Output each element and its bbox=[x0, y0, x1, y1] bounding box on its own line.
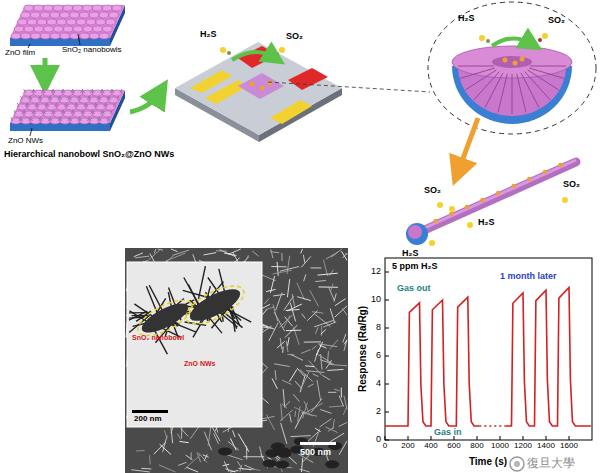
chart-note: 1 month later bbox=[500, 272, 557, 282]
chart-note: Gas out bbox=[397, 284, 431, 294]
layer-label: ZnO film bbox=[5, 49, 35, 58]
layer-label: SnO₂ nanobowls bbox=[62, 46, 122, 55]
tick-label: 400 bbox=[424, 442, 437, 451]
gas-label: H₂S bbox=[458, 14, 475, 24]
tick-label: 1000 bbox=[491, 442, 509, 451]
zoom-arrow bbox=[458, 118, 478, 172]
tick-label: 800 bbox=[470, 442, 483, 451]
gas-label: H₂S bbox=[200, 30, 217, 40]
sensor-chip bbox=[175, 42, 342, 142]
tick-label: 0 bbox=[376, 435, 381, 445]
layer-label: ZnO NWs bbox=[8, 137, 43, 146]
structure-caption: Hierarchical nanobowl SnO₂@ZnO NWs bbox=[4, 150, 174, 160]
inset-label: ZnO NWs bbox=[184, 360, 216, 368]
gas-label: SO₂ bbox=[424, 186, 441, 196]
tick-label: 12 bbox=[371, 267, 381, 277]
inset-label: SnO₂ nanobowl bbox=[132, 334, 184, 342]
zoom-outline bbox=[428, 2, 596, 134]
tick-label: 1200 bbox=[514, 442, 532, 451]
tem-inset bbox=[127, 262, 262, 427]
scale-bar-label: 500 nm bbox=[300, 448, 331, 458]
sem-image bbox=[125, 248, 348, 473]
scale-bar-label: 200 nm bbox=[134, 415, 162, 424]
tick-label: 4 bbox=[376, 379, 381, 389]
axis-title: Response (Ra/Rg) bbox=[357, 306, 368, 392]
nanobowl-film bbox=[10, 5, 125, 46]
response-curve bbox=[506, 287, 591, 426]
nanobowl-3d bbox=[452, 33, 572, 124]
tick-label: 2 bbox=[376, 407, 381, 417]
process-arrow bbox=[130, 92, 160, 112]
gas-label: SO₂ bbox=[286, 32, 303, 42]
tick-label: 6 bbox=[376, 351, 381, 361]
tick-label: 0 bbox=[383, 442, 387, 451]
tick-label: 200 bbox=[401, 442, 414, 451]
gas-label: H₂S bbox=[478, 218, 495, 228]
axis-title: Time (s) bbox=[469, 456, 507, 467]
gas-label: SO₂ bbox=[563, 180, 580, 190]
gas-label: H₂S bbox=[402, 249, 419, 259]
logo bbox=[510, 457, 524, 471]
tick-label: 10 bbox=[371, 295, 381, 305]
plot-frame bbox=[385, 258, 592, 440]
watermark: 復旦大學 bbox=[527, 457, 575, 470]
response-curve bbox=[385, 297, 479, 426]
tick-label: 600 bbox=[447, 442, 460, 451]
gas-label: SO₂ bbox=[548, 16, 565, 26]
tick-label: 8 bbox=[376, 323, 381, 333]
tick-label: 1400 bbox=[537, 442, 555, 451]
nanowire bbox=[406, 160, 576, 246]
nanowire-film bbox=[10, 89, 125, 131]
process-arrow bbox=[43, 58, 48, 80]
chart-note: Gas in bbox=[434, 428, 462, 438]
tick-label: 1600 bbox=[560, 442, 578, 451]
chart-note: 5 ppm H₂S bbox=[392, 262, 438, 272]
